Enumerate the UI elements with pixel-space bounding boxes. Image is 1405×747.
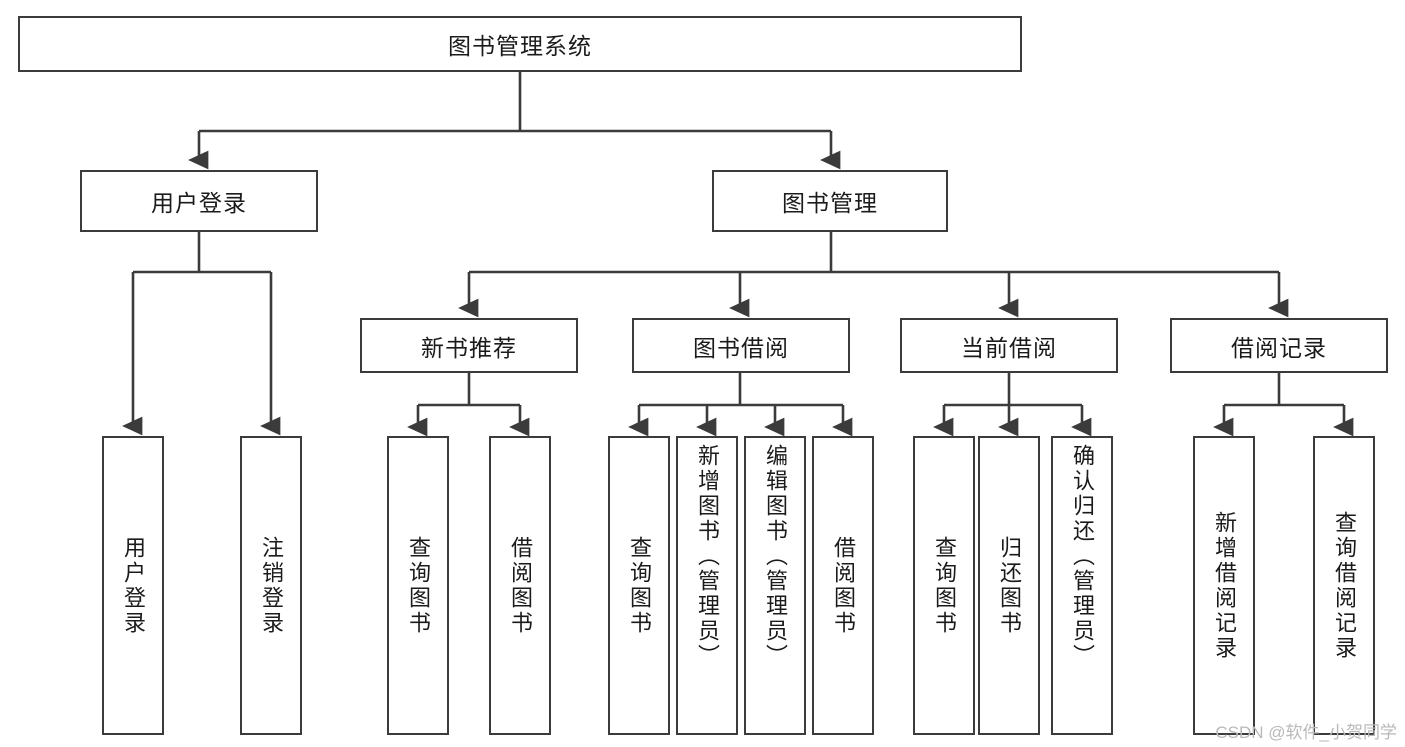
leaf-current-borrow-query-book[interactable]: 查询图书: [913, 436, 975, 735]
leaf-user-login-login[interactable]: 用户登录: [102, 436, 164, 735]
node-label: 借阅记录: [1231, 334, 1327, 361]
node-label: 图书管理系统: [448, 33, 592, 59]
node-label: 查询借阅记录: [1332, 510, 1357, 661]
node-label: 确认归还（管理员）: [1070, 444, 1095, 669]
leaf-book-borrow-query-book[interactable]: 查询图书: [608, 436, 670, 735]
node-label: 查询图书: [406, 535, 431, 636]
node-label: 查询图书: [627, 535, 652, 636]
leaf-book-borrow-edit-book-admin[interactable]: 编辑图书（管理员）: [744, 436, 806, 735]
leaf-current-borrow-confirm-return-admin[interactable]: 确认归还（管理员）: [1051, 436, 1113, 735]
node-label: 借阅图书: [508, 535, 533, 636]
watermark: CSDN @软件_小贺同学: [1215, 723, 1397, 742]
node-new-book-recommend[interactable]: 新书推荐: [360, 318, 578, 373]
node-label: 新增图书（管理员）: [695, 444, 720, 669]
node-label: 归还图书: [997, 535, 1022, 636]
node-current-borrow[interactable]: 当前借阅: [900, 318, 1118, 373]
node-root-book-management-system[interactable]: 图书管理系统: [18, 16, 1022, 72]
node-label: 查询图书: [932, 535, 957, 636]
leaf-book-borrow-borrow-book[interactable]: 借阅图书: [812, 436, 874, 735]
node-label: 编辑图书（管理员）: [763, 444, 788, 669]
node-label: 当前借阅: [961, 334, 1057, 361]
node-book-borrow[interactable]: 图书借阅: [632, 318, 850, 373]
node-label: 新增借阅记录: [1212, 510, 1237, 661]
node-label: 用户登录: [121, 535, 146, 636]
leaf-current-borrow-return-book[interactable]: 归还图书: [978, 436, 1040, 735]
node-label: 图书管理: [782, 190, 878, 216]
node-label: 图书借阅: [693, 334, 789, 361]
leaf-borrow-records-add-record[interactable]: 新增借阅记录: [1193, 436, 1255, 735]
node-user-login[interactable]: 用户登录: [80, 170, 318, 232]
node-label: 新书推荐: [421, 334, 517, 361]
leaf-new-book-borrow-book[interactable]: 借阅图书: [489, 436, 551, 735]
leaf-user-login-logout[interactable]: 注销登录: [240, 436, 302, 735]
node-label: 注销登录: [259, 535, 284, 636]
leaf-new-book-query-book[interactable]: 查询图书: [387, 436, 449, 735]
node-borrow-records[interactable]: 借阅记录: [1170, 318, 1388, 373]
node-label: 用户登录: [151, 190, 247, 216]
node-book-management[interactable]: 图书管理: [712, 170, 948, 232]
node-label: 借阅图书: [831, 535, 856, 636]
leaf-book-borrow-add-book-admin[interactable]: 新增图书（管理员）: [676, 436, 738, 735]
leaf-borrow-records-query-record[interactable]: 查询借阅记录: [1313, 436, 1375, 735]
